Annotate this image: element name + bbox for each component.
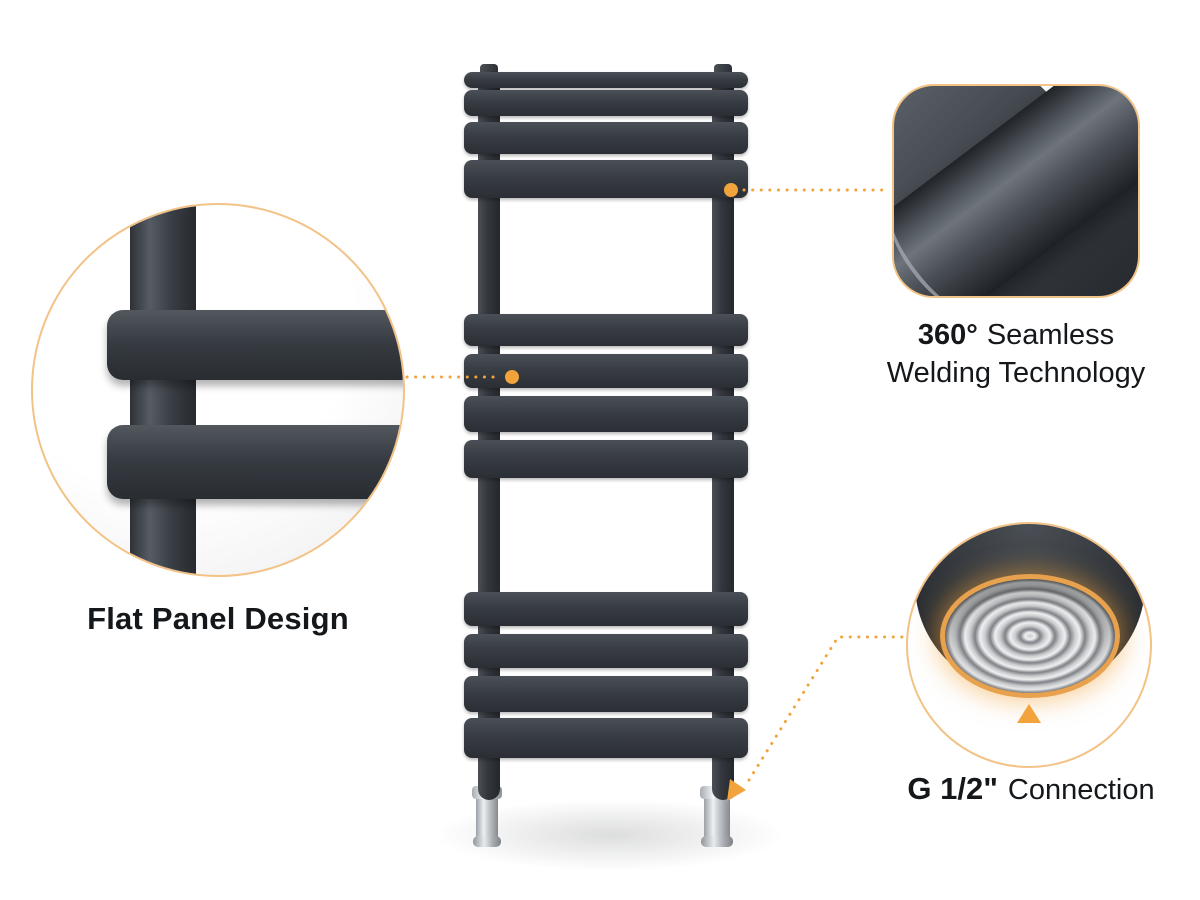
- connection-label-size: G 1/2": [907, 771, 998, 806]
- zoomed-flat-panel-bar: [107, 425, 403, 499]
- threaded-opening: [940, 574, 1120, 698]
- weld-seam-line: [894, 195, 987, 296]
- zoomed-flat-panel-bar: [107, 310, 403, 380]
- radiator-panel: [464, 122, 748, 154]
- radiator-top-rail: [464, 72, 748, 88]
- flat-panel-label: Flat Panel Design: [87, 601, 349, 636]
- connection-callout-circle: [906, 522, 1152, 768]
- connection-label-text: Connection: [1007, 774, 1155, 806]
- flat-panel-callout-circle: [31, 203, 405, 577]
- radiator-panel: [464, 676, 748, 712]
- radiator-panel: [464, 314, 748, 346]
- welding-label-line2: Welding Technology: [886, 357, 1146, 389]
- connection-label: G 1/2" Connection: [845, 771, 1200, 807]
- radiator-panel: [464, 634, 748, 668]
- radiator-panel: [464, 440, 748, 478]
- radiator-panel: [464, 396, 748, 432]
- welding-label-degrees: 360°: [917, 319, 978, 351]
- radiator-panel: [464, 718, 748, 758]
- radiator-panel: [464, 90, 748, 116]
- welding-label-seamless: Seamless: [986, 319, 1115, 351]
- towel-radiator-illustration: [464, 64, 748, 864]
- welding-label: 360°Seamless Welding Technology: [835, 316, 1197, 392]
- radiator-panel: [464, 592, 748, 626]
- leader-line-connection: [747, 635, 904, 782]
- up-arrow-indicator: [1017, 704, 1041, 723]
- zoomed-vertical-tube: [130, 205, 196, 575]
- radiator-panel: [464, 160, 748, 198]
- zoomed-welded-tube: [894, 86, 1138, 296]
- radiator-panel: [464, 354, 748, 388]
- welding-callout-panel: [892, 84, 1140, 298]
